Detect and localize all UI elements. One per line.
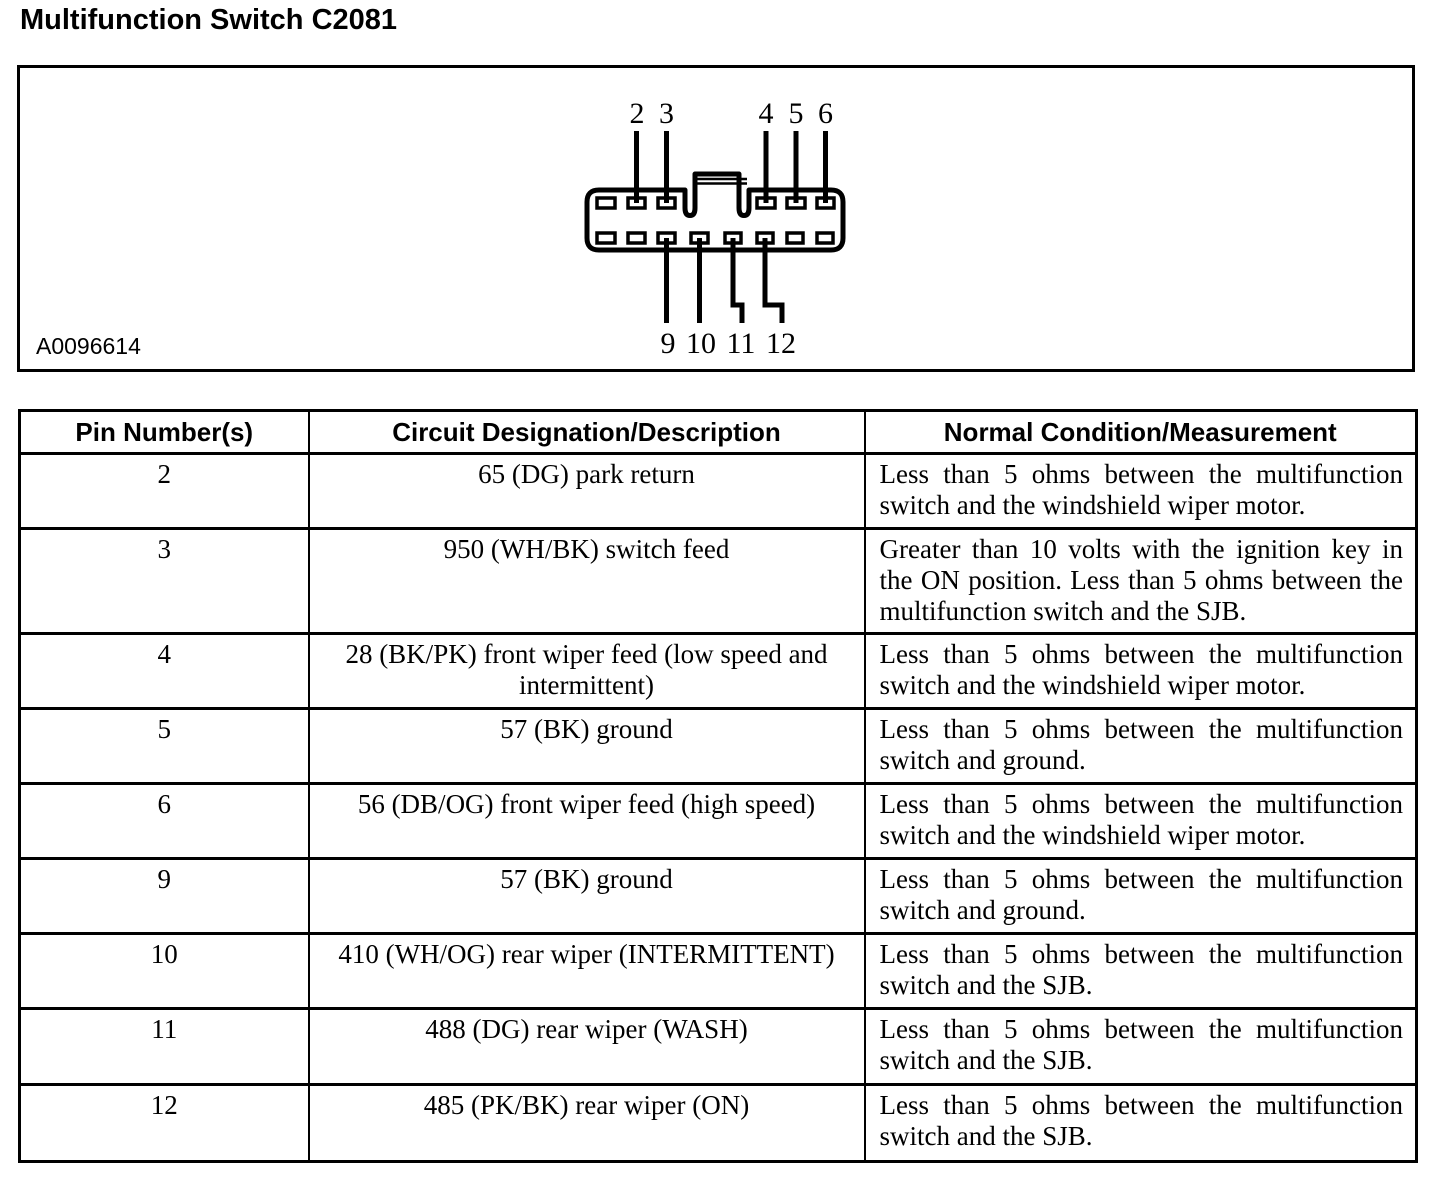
leader-line <box>730 238 745 323</box>
bottom-pin-slots <box>595 231 835 245</box>
condition-cell: Less than 5 ohms between the multifuncti… <box>863 1083 1418 1163</box>
condition-cell: Less than 5 ohms between the multifuncti… <box>863 1007 1418 1086</box>
pin-cell: 3 <box>18 527 310 635</box>
header-pin-number: Pin Number(s) <box>18 409 310 455</box>
table-row: 4 28 (BK/PK) front wiper feed (low speed… <box>18 632 1418 710</box>
table-row: 5 57 (BK) ground Less than 5 ohms betwee… <box>18 707 1418 785</box>
table-row: 2 65 (DG) park return Less than 5 ohms b… <box>18 452 1418 530</box>
condition-cell: Greater than 10 volts with the ignition … <box>863 527 1418 635</box>
circuit-cell: 56 (DB/OG) front wiper feed (high speed) <box>307 782 866 860</box>
circuit-cell: 410 (WH/OG) rear wiper (INTERMITTENT) <box>307 932 866 1010</box>
pin-slot <box>595 231 617 245</box>
page-title: Multifunction Switch C2081 <box>20 4 398 36</box>
pin-cell: 2 <box>18 452 310 530</box>
pin-label: 6 <box>818 97 833 130</box>
pin-cell: 9 <box>18 857 310 935</box>
pin-label: 11 <box>727 327 756 360</box>
pin-number-labels: 2 3 4 5 6 9 10 11 12 <box>630 97 834 360</box>
connector-diagram: 2 3 4 5 6 9 10 11 12 <box>584 97 846 360</box>
circuit-cell: 65 (DG) park return <box>307 452 866 530</box>
pin-label: 4 <box>759 97 774 130</box>
table-row: 11 488 (DG) rear wiper (WASH) Less than … <box>18 1007 1418 1086</box>
connector-body <box>584 171 846 253</box>
header-normal-condition: Normal Condition/Measurement <box>863 409 1418 455</box>
pin-label: 12 <box>766 327 796 360</box>
condition-cell: Less than 5 ohms between the multifuncti… <box>863 707 1418 785</box>
pin-cell: 11 <box>18 1007 310 1086</box>
table-row: 10 410 (WH/OG) rear wiper (INTERMITTENT)… <box>18 932 1418 1010</box>
condition-cell: Less than 5 ohms between the multifuncti… <box>863 857 1418 935</box>
bottom-leader-lines <box>664 238 785 323</box>
figure-box <box>17 65 1415 372</box>
circuit-cell: 485 (PK/BK) rear wiper (ON) <box>307 1083 866 1163</box>
pin-label: 2 <box>630 97 645 130</box>
pin-cell: 5 <box>18 707 310 785</box>
circuit-cell: 57 (BK) ground <box>307 857 866 935</box>
pin-slot <box>595 196 617 210</box>
circuit-cell: 28 (BK/PK) front wiper feed (low speed a… <box>307 632 866 710</box>
condition-cell: Less than 5 ohms between the multifuncti… <box>863 632 1418 710</box>
table-header-row: Pin Number(s) Circuit Designation/Descri… <box>18 409 1418 455</box>
top-leader-lines <box>634 131 828 203</box>
leader-line <box>762 238 785 323</box>
pin-cell: 10 <box>18 932 310 1010</box>
pin-cell: 12 <box>18 1083 310 1163</box>
pin-label: 9 <box>661 327 676 360</box>
pin-slot <box>785 231 805 245</box>
table-row: 12 485 (PK/BK) rear wiper (ON) Less than… <box>18 1083 1418 1163</box>
pin-slot <box>815 231 835 245</box>
pin-label: 3 <box>659 97 674 130</box>
header-circuit-designation: Circuit Designation/Description <box>307 409 866 455</box>
pin-slot <box>626 231 647 245</box>
pin-cell: 6 <box>18 782 310 860</box>
table-row: 6 56 (DB/OG) front wiper feed (high spee… <box>18 782 1418 860</box>
pin-cell: 4 <box>18 632 310 710</box>
pin-label: 5 <box>789 97 804 130</box>
condition-cell: Less than 5 ohms between the multifuncti… <box>863 782 1418 860</box>
circuit-cell: 488 (DG) rear wiper (WASH) <box>307 1007 866 1086</box>
pin-label: 10 <box>686 327 716 360</box>
circuit-cell: 57 (BK) ground <box>307 707 866 785</box>
table-row: 9 57 (BK) ground Less than 5 ohms betwee… <box>18 857 1418 935</box>
condition-cell: Less than 5 ohms between the multifuncti… <box>863 452 1418 530</box>
table-row: 3 950 (WH/BK) switch feed Greater than 1… <box>18 527 1418 635</box>
figure-id-label: A0096614 <box>36 333 141 359</box>
circuit-cell: 950 (WH/BK) switch feed <box>307 527 866 635</box>
condition-cell: Less than 5 ohms between the multifuncti… <box>863 932 1418 1010</box>
pin-table: Pin Number(s) Circuit Designation/Descri… <box>18 409 1418 1163</box>
latch-tab-lines <box>697 177 747 185</box>
